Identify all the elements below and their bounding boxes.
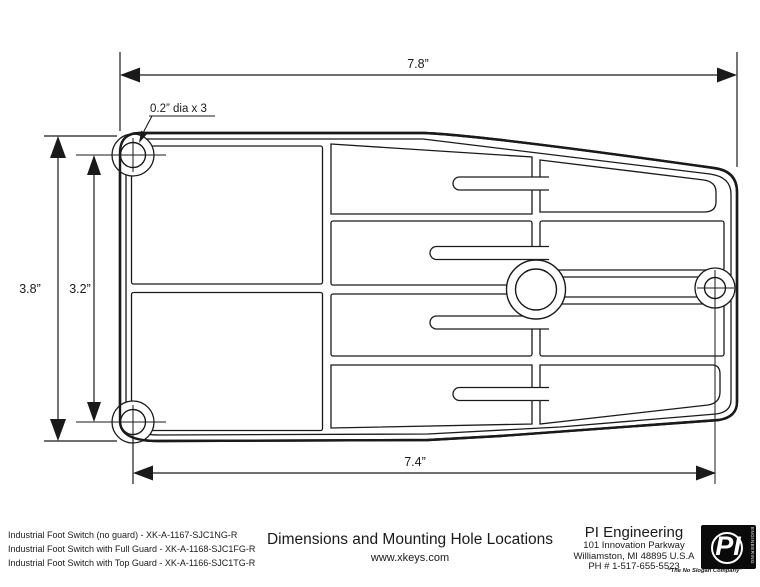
panel-right-1 <box>539 159 717 213</box>
dim-width-top-label: 7.8” <box>407 57 429 71</box>
arrowhead-up-icon <box>87 155 101 175</box>
leader-arrowhead-icon <box>139 130 148 143</box>
dimension-width-bottom <box>132 437 716 484</box>
sheet-title-block: Dimensions and Mounting Hole Locations w… <box>240 531 580 564</box>
rib-slots <box>429 176 549 402</box>
logo-ring-icon <box>711 532 743 564</box>
company-address-1: 101 Innovation Parkway <box>583 540 685 551</box>
dimension-height-inner <box>87 155 101 422</box>
company-block: PI Engineering 101 Innovation Parkway Wi… <box>568 524 700 573</box>
pi-engineering-logo: PI ENGINEERING <box>701 525 756 569</box>
arrowhead-left-icon <box>133 465 153 481</box>
slot-4 <box>452 386 549 402</box>
arrowhead-left-icon <box>120 67 140 83</box>
logo-pi-icon: PI <box>715 531 741 561</box>
company-name: PI Engineering <box>584 524 684 541</box>
arrowhead-right-icon <box>696 465 716 481</box>
mounting-hole-right <box>697 270 734 484</box>
hole-note: 0.2” dia x 3 <box>139 103 215 143</box>
dim-height-outer-label: 3.8” <box>19 282 41 296</box>
mounting-hole-top-left <box>76 138 166 172</box>
dim-height-inner-label: 3.2” <box>69 282 91 296</box>
slot-1 <box>452 176 549 191</box>
dim-width-bottom-label: 7.4” <box>404 455 426 469</box>
panel-right-2 <box>539 220 725 271</box>
technical-drawing: 7.8” 7.4” 3.8” 3.2” 0.2” dia x 3 <box>19 52 739 484</box>
panel-mid-4 <box>330 364 533 429</box>
company-address-2: Williamston, MI 48895 U.S.A <box>573 550 695 562</box>
panel-left-bottom <box>130 291 324 432</box>
product-line: Industrial Foot Switch with Full Guard -… <box>8 544 256 554</box>
dimension-width-top <box>119 52 738 167</box>
product-list: Industrial Foot Switch (no guard) - XK-A… <box>8 528 255 570</box>
title-block: Industrial Foot Switch (no guard) - XK-A… <box>0 520 760 587</box>
arrowhead-right-icon <box>717 67 737 83</box>
hole-note-label: 0.2” dia x 3 <box>150 103 207 115</box>
sheet-title: Dimensions and Mounting Hole Locations <box>266 531 554 548</box>
arrowhead-up-icon <box>50 136 66 158</box>
dimension-height-outer <box>44 135 117 442</box>
arrowhead-down-icon <box>50 419 66 441</box>
product-line: Industrial Foot Switch with Top Guard - … <box>8 558 256 568</box>
product-line: Industrial Foot Switch (no guard) - XK-A… <box>8 530 238 540</box>
company-tagline: “The No Slogan Company” <box>667 568 743 574</box>
arrowhead-down-icon <box>87 402 101 422</box>
slot-2 <box>429 245 549 261</box>
panel-mid-1 <box>330 143 533 215</box>
panel-right-3 <box>539 303 725 357</box>
website-url: www.xkeys.com <box>370 552 450 564</box>
center-boss <box>505 259 567 320</box>
logo-vertical-text: ENGINEERING <box>750 527 755 565</box>
center-rib-band <box>560 276 702 298</box>
slot-3 <box>429 315 549 330</box>
company-phone: PH # 1-517-655-5523 <box>588 561 680 572</box>
panel-left-top <box>130 145 324 285</box>
